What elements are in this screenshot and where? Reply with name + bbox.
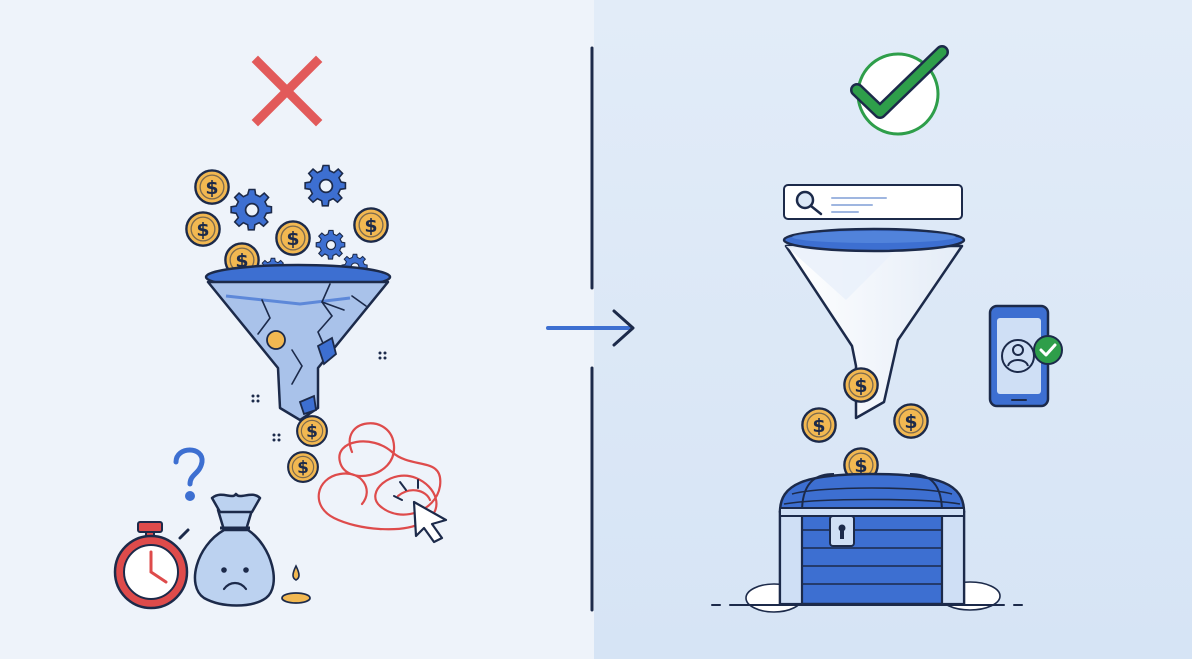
svg-text:$: $: [854, 455, 867, 477]
leak-dots: [251, 351, 387, 442]
coin: $: [275, 220, 311, 256]
svg-text:$: $: [364, 215, 377, 237]
svg-text:$: $: [205, 177, 218, 199]
question-mark-icon: [173, 447, 205, 501]
coin: $: [801, 407, 837, 443]
tangled-scribble: [317, 422, 442, 531]
drip-puddle: [281, 564, 311, 604]
coin: $: [843, 447, 879, 483]
search-icon: [795, 190, 823, 216]
falling-coins-right: $ $ $ $: [801, 367, 929, 483]
arrow-right-icon: [546, 309, 635, 347]
svg-text:$: $: [297, 458, 309, 478]
svg-text:$: $: [306, 422, 318, 442]
phone-verified-profile: [988, 304, 1063, 408]
coin: $: [843, 367, 879, 403]
svg-text:$: $: [812, 415, 825, 437]
svg-text:$: $: [904, 411, 917, 433]
svg-text:$: $: [854, 375, 867, 397]
coin: $: [185, 211, 221, 247]
stopwatch-icon: [113, 521, 190, 610]
svg-text:$: $: [286, 228, 299, 250]
coin: $: [194, 169, 230, 205]
coin: $: [296, 415, 328, 447]
coin: $: [893, 403, 929, 439]
clean-funnel: [782, 227, 966, 420]
search-bar: [783, 184, 963, 220]
sad-money-bag: [193, 492, 275, 607]
verified-user-icon: [1033, 335, 1063, 365]
gear-icon: [304, 164, 347, 207]
broken-funnel: [204, 263, 392, 422]
leaking-coins: $ $: [287, 415, 328, 483]
coin: $: [287, 451, 319, 483]
stuck-coin: [266, 330, 286, 350]
svg-text:$: $: [196, 219, 209, 241]
gear-icon: [230, 188, 273, 231]
coin: $: [353, 207, 389, 243]
treasure-chest: [711, 472, 1023, 613]
check-circle-icon: [850, 45, 949, 136]
gear-icon: [315, 229, 346, 260]
cross-icon: [251, 55, 323, 127]
cursor-icon: [393, 479, 448, 544]
